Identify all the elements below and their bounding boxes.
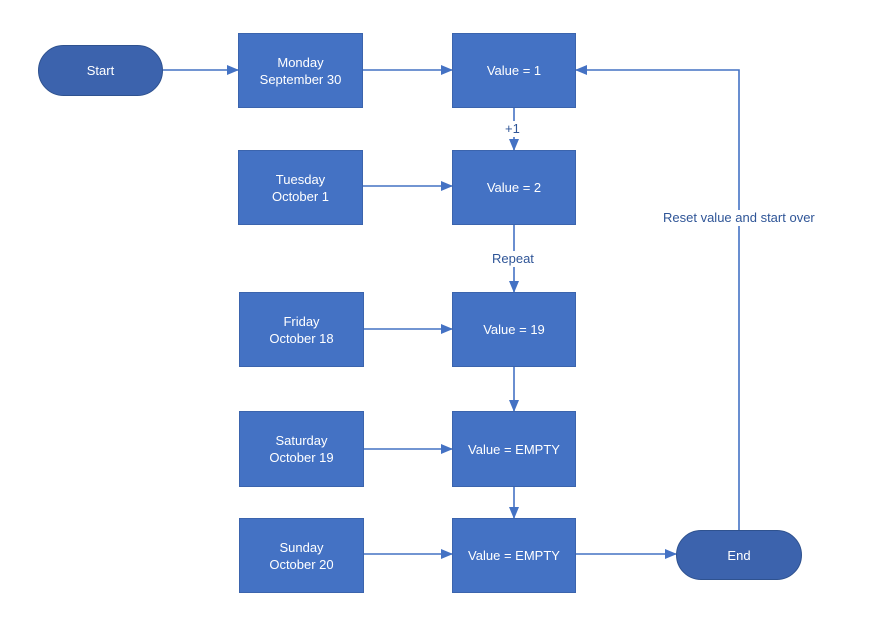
date-box-day: Tuesday [275, 171, 326, 187]
edge-label-repeat: Repeat [490, 251, 536, 267]
date-box-date: October 19 [269, 450, 334, 465]
value-box-label: Value = 2 [486, 180, 542, 195]
edge-label-plus-one: +1 [503, 121, 522, 137]
date-box-date: October 18 [269, 330, 334, 346]
date-box-monday: Monday September 30 [238, 33, 363, 108]
date-box-date: October 20 [269, 556, 334, 572]
date-box-day: Monday [277, 54, 324, 70]
date-box-friday: Friday October 18 [239, 292, 364, 367]
value-box-1: Value = 1 [452, 33, 576, 108]
edge-label-reset: Reset value and start over [661, 210, 817, 226]
value-box-label: Value = 1 [486, 63, 542, 78]
date-box-day: Friday [283, 313, 320, 329]
value-box-label: Value = 19 [483, 322, 545, 337]
value-box-19: Value = 19 [452, 292, 576, 367]
date-box-day: Sunday [279, 539, 324, 555]
date-box-sunday: Sunday October 20 [239, 518, 364, 593]
date-box-date: September 30 [259, 71, 342, 87]
date-box-date: October 1 [271, 188, 330, 204]
start-label: Start [86, 63, 115, 78]
value-box-label: Value = EMPTY [468, 441, 560, 457]
value-box-2: Value = 2 [452, 150, 576, 225]
connector-end-to-value-1 [575, 65, 740, 530]
end-label: End [727, 547, 751, 563]
value-box-empty-2: Value = EMPTY [452, 518, 576, 593]
value-box-label: Value = EMPTY [468, 548, 560, 563]
start-node: Start [38, 45, 163, 96]
date-box-saturday: Saturday October 19 [239, 411, 364, 487]
date-box-day: Saturday [275, 433, 328, 448]
date-box-tuesday: Tuesday October 1 [238, 150, 363, 225]
value-box-empty-1: Value = EMPTY [452, 411, 576, 487]
end-node: End [676, 530, 802, 580]
